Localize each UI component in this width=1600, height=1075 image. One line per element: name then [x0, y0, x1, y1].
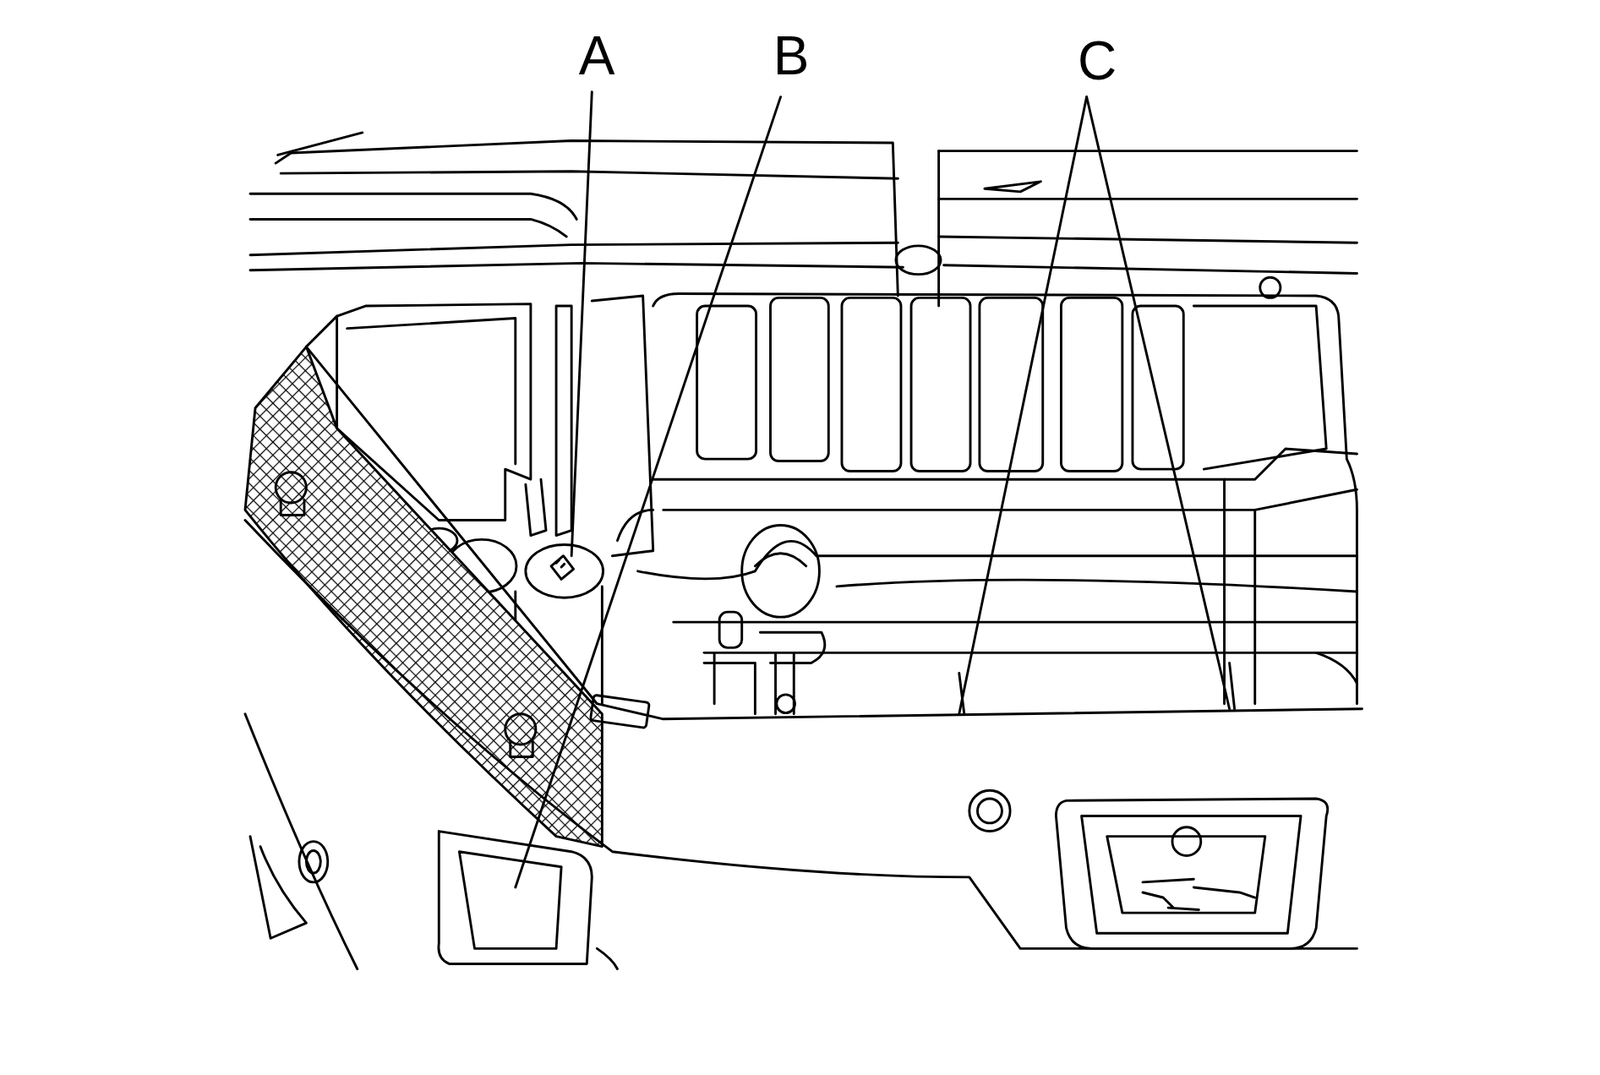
oil-cap-part	[754, 553, 806, 567]
engine-cover-part	[770, 297, 830, 461]
hood-latch-tab-part	[596, 948, 618, 969]
cowl-panel-part	[984, 181, 1041, 192]
hood-latch-tab-part	[438, 831, 592, 965]
engine-cover-part	[1223, 479, 1226, 705]
radiator-support-part	[299, 841, 328, 883]
cowl-panel-part	[944, 265, 1358, 274]
oil-cap-part	[719, 611, 743, 648]
radiator-support-part	[245, 346, 602, 847]
radiator-support	[245, 316, 1362, 969]
fluid-reservoir-part	[525, 544, 604, 598]
cowl-panel-part	[937, 151, 940, 306]
cowl-panel-part	[250, 193, 577, 219]
cowl-panel-part	[939, 149, 1358, 153]
air-box-part	[591, 295, 653, 557]
leader-line-part	[571, 92, 592, 557]
engine-cover-part	[653, 448, 1358, 480]
engine-cover-part	[663, 489, 1358, 510]
engine-cover-part	[1060, 297, 1122, 471]
engine-cover-part	[841, 297, 902, 471]
engine-cover-part	[638, 540, 1358, 579]
leader-line-part	[1086, 97, 1230, 710]
hood-latch-release-part	[1107, 836, 1266, 914]
engine-cover-part	[1253, 509, 1256, 704]
radiator-support-part	[510, 741, 534, 757]
engine-cover-part	[697, 305, 757, 459]
air-box-part	[525, 479, 547, 536]
engine-cover-part	[979, 297, 1044, 471]
cowl-panel-part	[939, 197, 1358, 201]
fluid-reservoir-part	[556, 560, 565, 568]
engine-cover-part	[653, 294, 1358, 705]
oil-cap-part	[759, 632, 825, 663]
radiator-support-part	[505, 714, 536, 745]
hood-latch-release-part	[1055, 798, 1327, 949]
hood-latch-release-part	[1172, 827, 1202, 857]
radiator-support-part	[280, 499, 305, 515]
engine-cover	[638, 294, 1358, 715]
radiator-support-part	[305, 850, 321, 874]
radiator-support-part	[589, 694, 650, 728]
hood-latch-release	[1055, 798, 1327, 949]
engine-cover-part	[704, 651, 1357, 655]
leader-line-part	[959, 97, 1087, 715]
radiator-support-part	[250, 836, 306, 940]
cowl-panel-part	[939, 236, 1358, 243]
radiator-support-part	[969, 790, 1011, 831]
oil-cap-part	[704, 662, 755, 714]
radiator-support-part	[245, 714, 358, 970]
oil-cap	[704, 525, 825, 715]
engine-cover-part	[1316, 652, 1357, 683]
radiator-support-part	[245, 519, 1357, 949]
oil-cap-part	[776, 694, 796, 714]
air-box-part	[347, 318, 516, 465]
cowl-panel-part	[250, 242, 898, 255]
engine-cover-part	[713, 652, 716, 704]
hood-latch-release-part	[1081, 815, 1301, 934]
engine-cover-part	[1229, 662, 1235, 709]
radiator-support-part	[275, 472, 306, 503]
hood-latch-release-part	[1142, 879, 1256, 910]
radiator-support-part	[305, 316, 337, 347]
oil-cap-part	[775, 652, 795, 714]
callout-letter: B	[773, 28, 810, 83]
leader-line-part	[515, 97, 781, 888]
cowl-panel-part	[250, 218, 567, 237]
cowl-panel-part	[895, 245, 941, 275]
air-box-part	[556, 305, 572, 536]
oil-cap-part	[742, 525, 820, 618]
callout-letter: C	[1077, 33, 1117, 88]
radiator-support-part	[977, 798, 1002, 824]
engine-cover-part	[1193, 305, 1327, 470]
engine-cover-part	[911, 297, 971, 471]
callout-letter: A	[578, 28, 616, 83]
cowl-panel	[250, 132, 1357, 306]
hood-latch-tab-part	[458, 851, 562, 950]
leader-line	[515, 92, 1230, 888]
fluid-reservoir-part	[551, 556, 574, 580]
engine-cover-part	[836, 579, 1357, 592]
cowl-panel-part	[250, 262, 903, 270]
fluid-reservoir-part	[617, 509, 653, 541]
radiator-support-part	[305, 346, 1362, 719]
